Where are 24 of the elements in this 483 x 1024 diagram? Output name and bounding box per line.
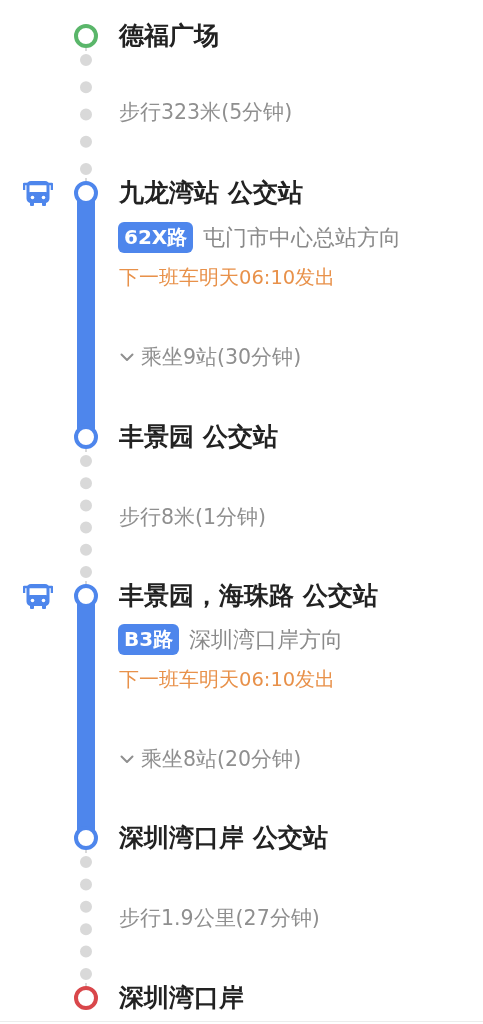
stop-marker <box>74 24 98 48</box>
dotted-path <box>80 449 92 584</box>
station-name: 深圳湾口岸 公交站 <box>119 822 328 854</box>
dotted-path <box>80 850 92 986</box>
station-name: 德福广场 <box>119 20 219 52</box>
direction-text: 深圳湾口岸方向 <box>189 626 344 654</box>
route-line <box>77 604 95 830</box>
edge-label: 步行323米(5分钟) <box>119 99 293 125</box>
edge-label: 乘坐8站(20分钟) <box>141 746 302 772</box>
stop-marker <box>74 986 98 1010</box>
route-line <box>77 201 95 429</box>
station-name: 丰景园 公交站 <box>119 421 278 453</box>
route-badge: B3路 <box>118 624 180 655</box>
station-name: 丰景园，海珠路 公交站 <box>119 580 378 612</box>
edge-label: 步行1.9公里(27分钟) <box>119 905 320 931</box>
departure-time: 下一班车明天06:10发出 <box>119 667 336 693</box>
edge-label: 乘坐9站(30分钟) <box>141 344 302 370</box>
direction-text: 屯门市中心总站方向 <box>203 224 402 252</box>
station-name: 深圳湾口岸 <box>119 982 244 1014</box>
dotted-path <box>80 48 92 181</box>
route-badge: 62X路 <box>118 222 194 253</box>
departure-time: 下一班车明天06:10发出 <box>119 265 336 291</box>
station-name: 九龙湾站 公交站 <box>119 177 303 209</box>
edge-label: 步行8米(1分钟) <box>119 504 267 530</box>
